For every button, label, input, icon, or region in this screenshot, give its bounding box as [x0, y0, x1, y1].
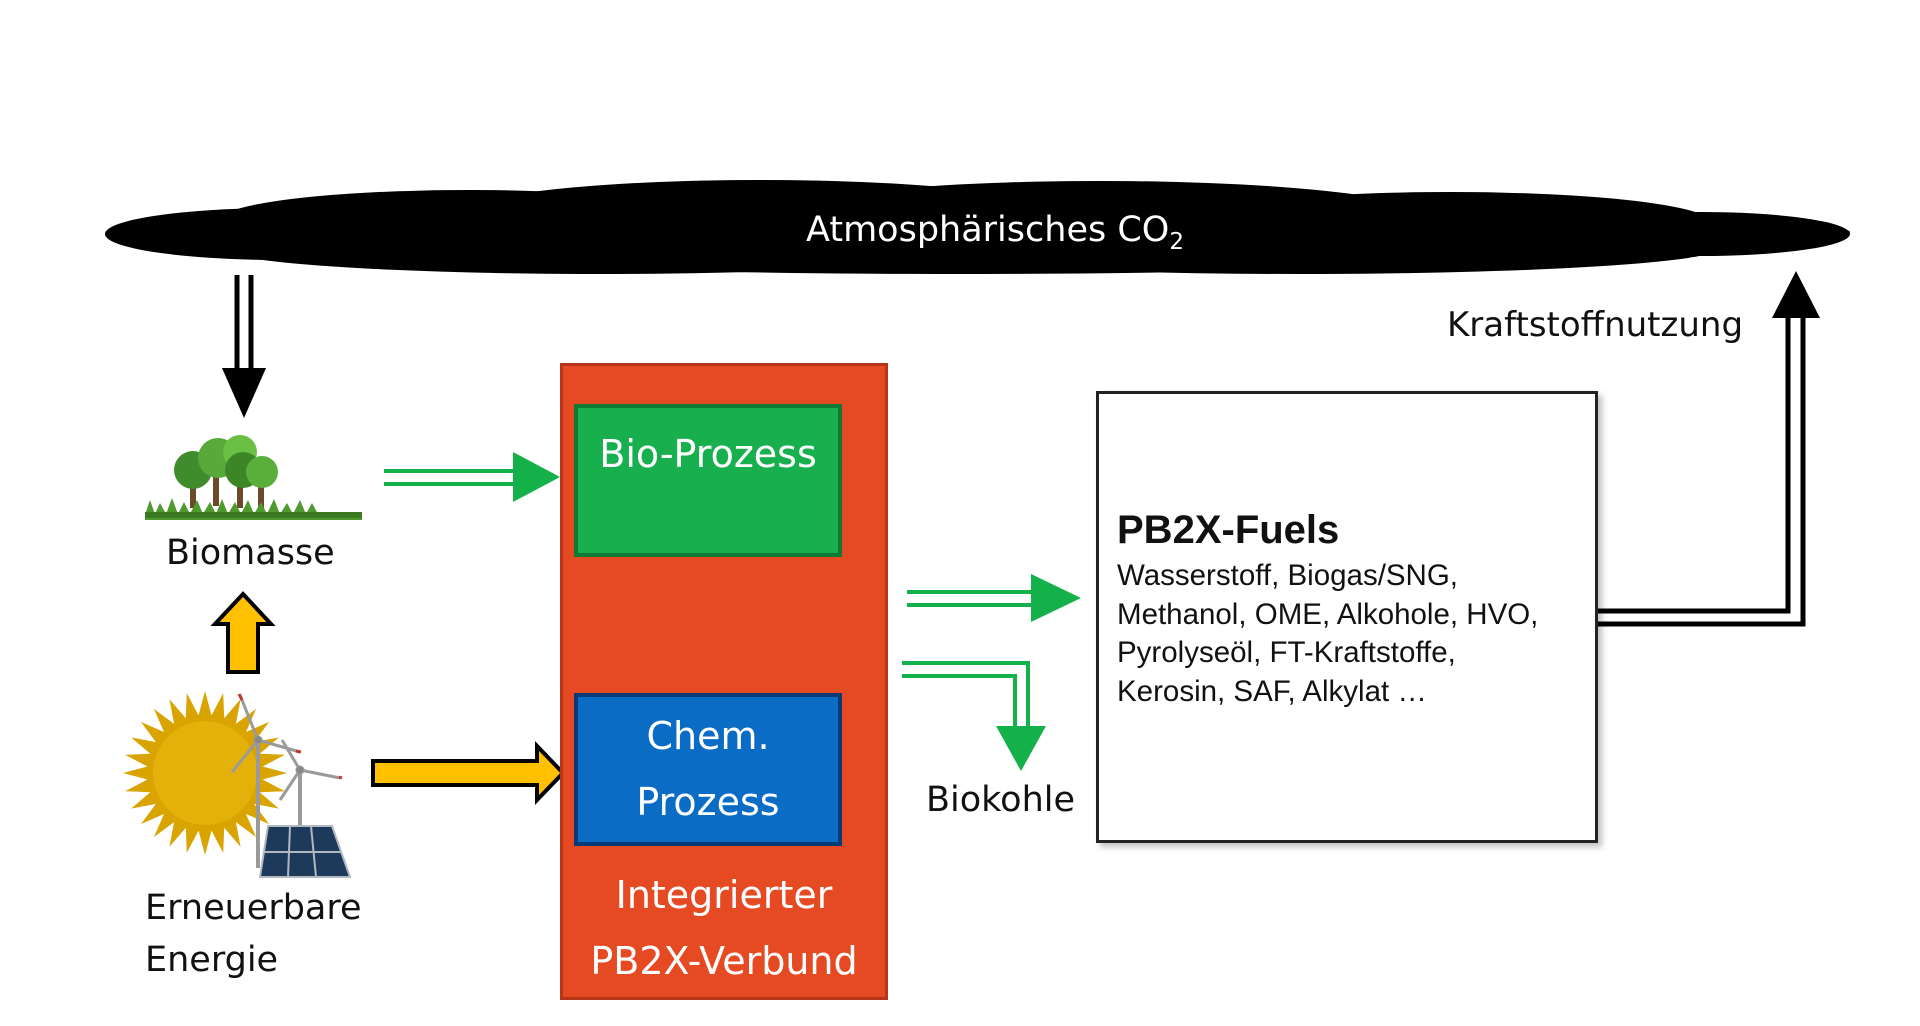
co2-uptake-arrow — [222, 275, 266, 418]
fuels-line: Kerosin, SAF, Alkylat … — [1117, 674, 1427, 708]
wind-turbine-icon — [230, 693, 343, 868]
energy-to-biomass-arrow — [210, 591, 276, 674]
co2-cloud — [105, 180, 1850, 274]
energy-to-chem-arrow — [371, 741, 566, 805]
bio-process-label: Bio-Prozess — [599, 432, 817, 476]
pb2x-fuels-list: Wasserstoff, Biogas/SNG, Methanol, OME, … — [1117, 557, 1587, 711]
bio-process-box: Bio-Prozess — [574, 404, 842, 557]
fuel-use-arrow — [1598, 315, 1806, 627]
verbund-label-line2: PB2X-Verbund — [590, 939, 858, 983]
cloud-label: Atmosphärisches CO2 — [806, 210, 1184, 255]
chem-process-box: Chem. Prozess — [574, 693, 842, 846]
biomass-to-bio-arrow — [384, 452, 560, 502]
biomass-label: Biomasse — [166, 533, 335, 573]
verbund-to-biokohle-arrow — [902, 661, 1030, 730]
biokohle-label: Biokohle — [926, 780, 1076, 820]
fuel-use-label: Kraftstoffnutzung — [1447, 305, 1744, 345]
biokohle-arrowhead — [996, 726, 1046, 771]
fuels-line: Pyrolyseöl, FT-Kraftstoffe, — [1117, 636, 1456, 669]
sun-icon — [123, 691, 287, 855]
renewable-energy-label-line1: Erneuerbare — [145, 888, 362, 928]
chem-process-label-line2: Prozess — [636, 780, 780, 824]
fuels-line: Methanol, OME, Alkohole, HVO, — [1117, 597, 1539, 631]
solar-panel-icon — [258, 825, 352, 878]
chem-process-label-line1: Chem. — [646, 714, 770, 758]
fuel-use-arrowhead — [1772, 271, 1820, 318]
verbund-label-line1: Integrierter — [615, 873, 833, 917]
fuels-line: Wasserstoff, Biogas/SNG, — [1117, 559, 1459, 592]
renewable-energy-label-line2: Energie — [145, 940, 279, 980]
verbund-to-fuels-arrow — [907, 574, 1081, 622]
biomass-trees-icon — [145, 435, 362, 520]
pb2x-fuels-title: PB2X-Fuels — [1117, 508, 1340, 552]
pb2x-fuels-box — [1096, 391, 1598, 843]
verbund-label: Integrierter PB2X-Verbund — [560, 862, 888, 994]
